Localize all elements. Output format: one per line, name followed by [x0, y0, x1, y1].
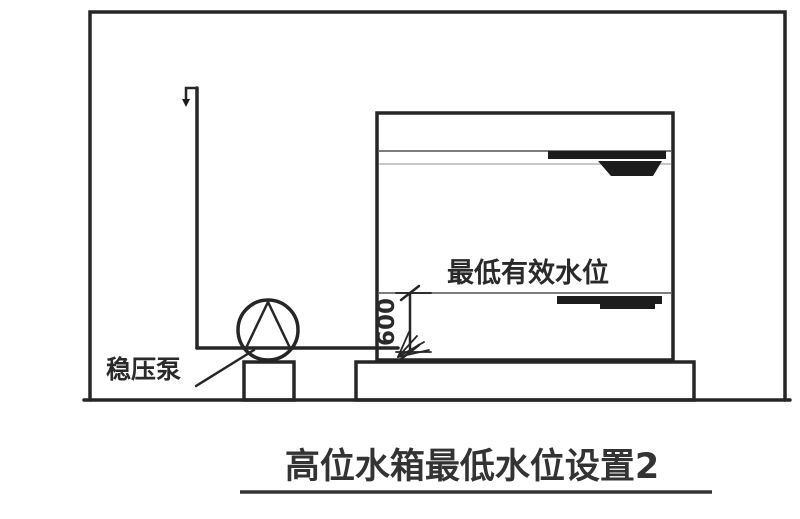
water-tank: [375, 111, 675, 362]
upper-float-valve-arm: [548, 151, 666, 159]
pump-triangle: [244, 299, 292, 350]
diagram-title: 高位水箱最低水位设置2: [285, 447, 659, 487]
lower-float-valve-arm: [557, 296, 662, 304]
vent-hook: [184, 86, 199, 103]
pump-label: 稳压泵: [106, 355, 181, 384]
pipe-connection-hatch: [397, 331, 430, 358]
pump-pedestal: [242, 360, 296, 402]
vent-hook-tip: [182, 99, 190, 107]
drawing-frame: [88, 10, 787, 402]
pump-label-leader: [194, 348, 256, 388]
upper-float-valve-body: [598, 161, 662, 176]
dimension-arrow-top: [399, 284, 421, 302]
dimension-label: 600: [374, 298, 400, 346]
pump-circle: [236, 298, 300, 362]
water-level-label: 最低有效水位: [447, 257, 609, 289]
lower-float-valve-body: [600, 304, 655, 309]
tank-pedestal: [354, 360, 696, 402]
